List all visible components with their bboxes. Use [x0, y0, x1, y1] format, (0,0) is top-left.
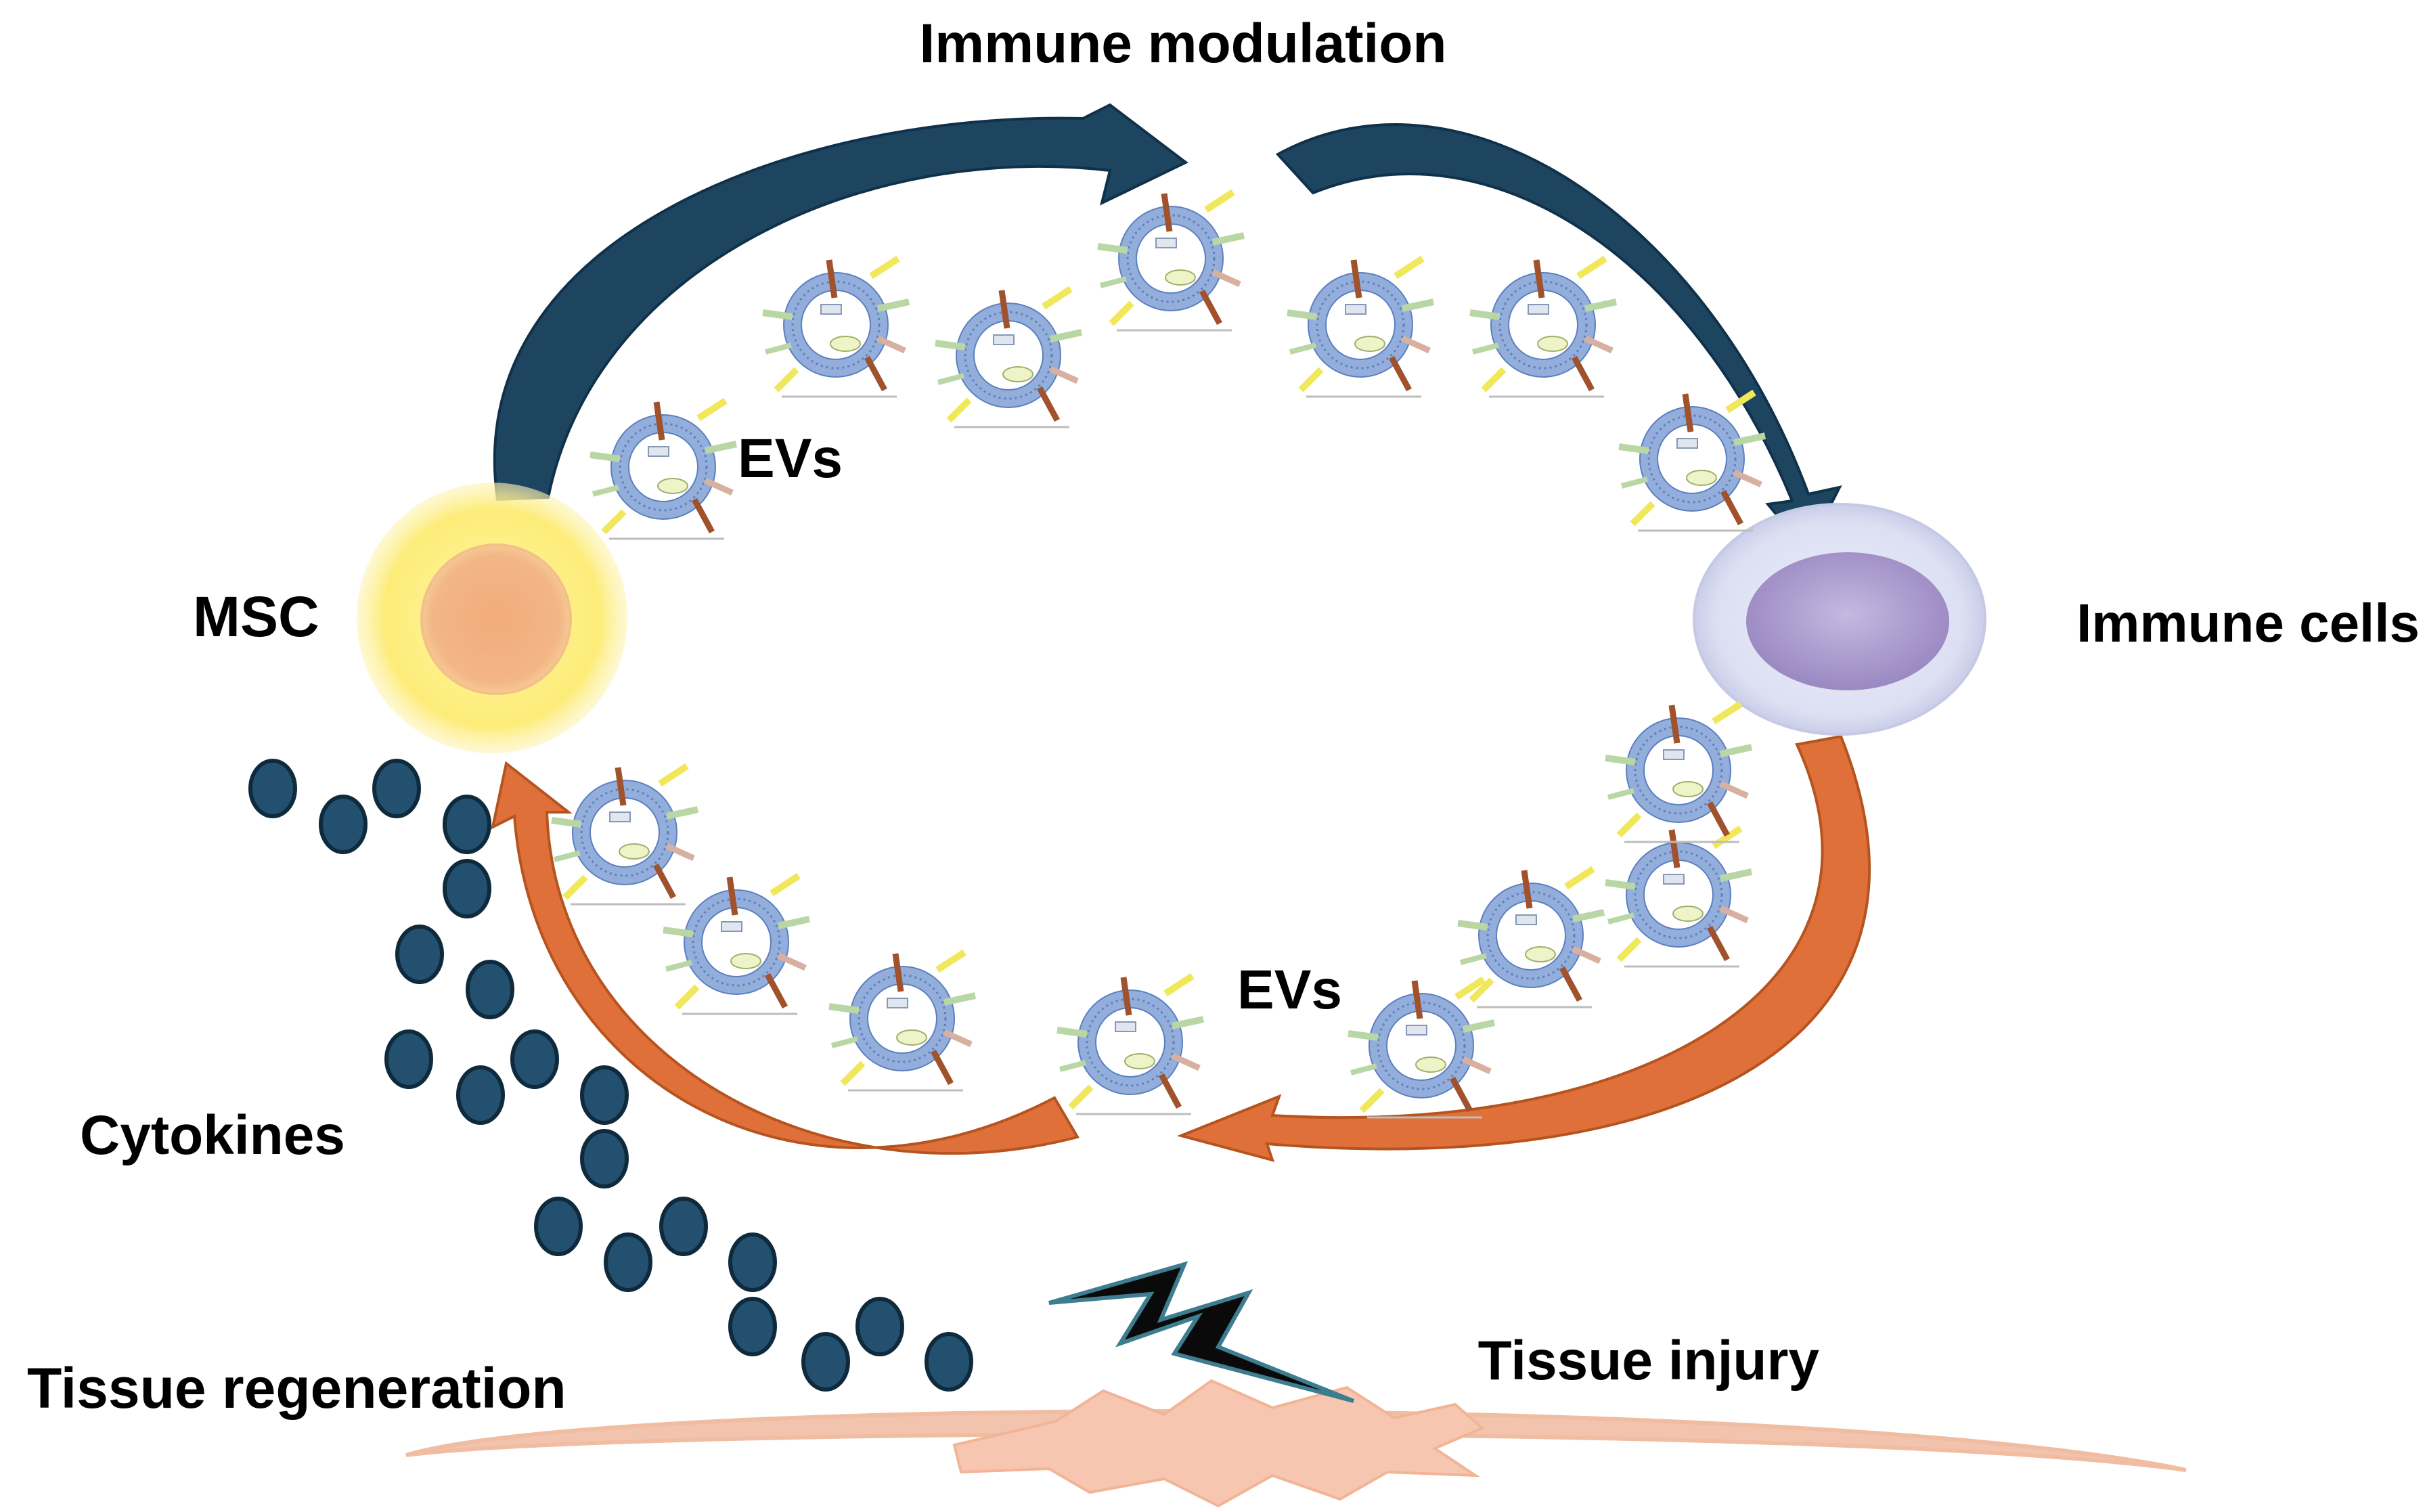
arrow-bottom-to-msc — [491, 761, 1080, 1155]
arrow-immune-cells-to-bottom — [1176, 734, 1871, 1162]
extracellular-vesicle-icon — [1605, 704, 1752, 842]
extracellular-vesicle-icon — [1098, 192, 1244, 330]
label-tissue-injury: Tissue injury — [1478, 1330, 1820, 1392]
extracellular-vesicle-icon — [1057, 976, 1203, 1114]
arrow-msc-to-top — [493, 103, 1188, 502]
label-evs-top: EVs — [738, 428, 843, 489]
label-msc: MSC — [193, 585, 319, 648]
cytokine-dot-icon — [728, 1232, 777, 1292]
cytokine-dot-icon — [580, 1129, 629, 1188]
lightning-bolt-icon — [1048, 1261, 1355, 1403]
immune-cell — [1693, 503, 1986, 736]
cytokine-dot-icon — [925, 1332, 973, 1392]
cytokine-dot-icon — [580, 1065, 629, 1125]
cytokine-dot-icon — [248, 759, 297, 818]
cytokine-dot-icon — [510, 1029, 559, 1089]
extracellular-vesicle-icon — [763, 259, 909, 397]
extracellular-vesicle-icon — [829, 952, 975, 1090]
tissue-injury-burst — [952, 1379, 1485, 1508]
extracellular-vesicle-icon — [1287, 259, 1433, 397]
extracellular-vesicle-icon — [1470, 259, 1616, 397]
cytokine-dot-icon — [604, 1232, 652, 1292]
cytokine-dot-icon — [659, 1197, 708, 1256]
extracellular-vesicle-icon — [590, 401, 736, 539]
cytokine-dot-icon — [728, 1297, 777, 1356]
label-immune-cells: Immune cells — [2076, 593, 2420, 653]
extracellular-vesicle-icon — [1458, 869, 1604, 1007]
msc-cell — [357, 483, 627, 753]
cytokine-dot-icon — [855, 1297, 904, 1356]
label-evs-bottom: EVs — [1237, 959, 1342, 1021]
cytokine-dot-icon — [534, 1197, 583, 1256]
cytokine-dot-icon — [443, 795, 491, 854]
extracellular-vesicle-icon — [663, 876, 809, 1014]
cytokine-dot-icon — [443, 859, 491, 918]
extracellular-vesicle-icon — [552, 766, 698, 904]
cytokine-dot-icon — [384, 1029, 433, 1089]
cytokine-dot-icon — [456, 1065, 505, 1125]
cytokine-dot-icon — [395, 925, 444, 984]
label-immune-modulation: Immune modulation — [920, 13, 1447, 74]
cytokine-dot-icon — [466, 960, 514, 1019]
cytokine-dot-icon — [372, 759, 421, 818]
extracellular-vesicle-icon — [1605, 828, 1752, 966]
label-tissue-regeneration: Tissue regeneration — [27, 1356, 566, 1420]
extracellular-vesicle-icon — [1619, 393, 1765, 531]
tissue-band — [405, 1409, 2187, 1472]
label-cytokines: Cytokines — [80, 1105, 345, 1166]
cytokine-dot-icon — [801, 1332, 850, 1392]
extracellular-vesicle-icon — [935, 289, 1082, 427]
cytokine-dot-icon — [319, 795, 368, 854]
